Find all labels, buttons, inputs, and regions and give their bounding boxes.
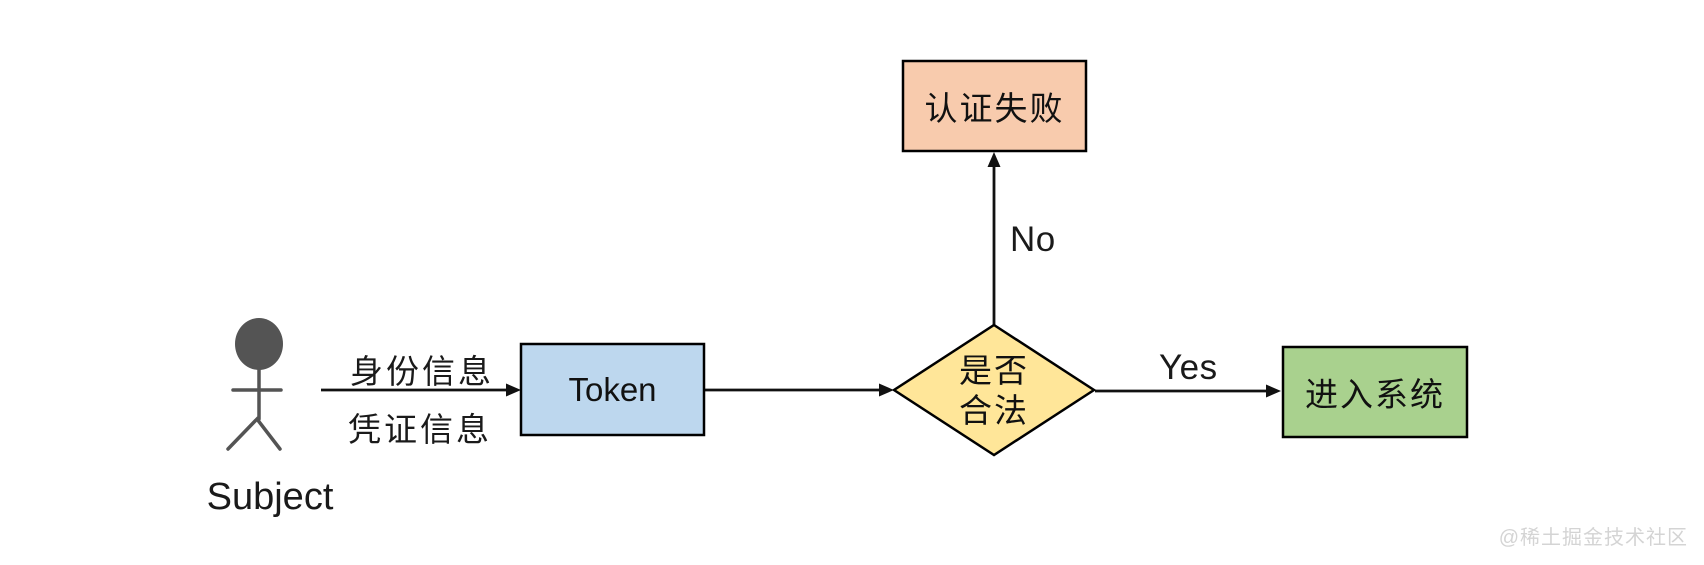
decision-diamond — [891, 323, 1097, 457]
arrowhead-fail-icon — [987, 152, 1001, 167]
enter-system-label: 进入系统 — [1305, 376, 1445, 413]
arrowhead-decision-icon — [879, 383, 894, 397]
no-label: No — [1010, 220, 1056, 259]
arrowhead-token-icon — [506, 383, 521, 397]
arrowheads — [506, 152, 1281, 398]
edges — [321, 167, 1268, 393]
yes-label: Yes — [1159, 348, 1218, 387]
credential-info-label: 凭证信息 — [348, 411, 492, 448]
actor-legs — [226, 416, 282, 451]
decision-label: 是否 合法 — [894, 351, 1094, 431]
auth-fail-box — [901, 59, 1088, 153]
node-shapes — [519, 59, 1469, 457]
token-box — [519, 342, 706, 437]
decision-label-line2: 合法 — [959, 392, 1029, 429]
watermark: @稀土掘金技术社区 — [1498, 527, 1688, 549]
identity-info-label: 身份信息 — [350, 353, 494, 390]
subject-label: Subject — [206, 476, 334, 518]
actor-figure — [226, 367, 283, 451]
token-label: Token — [568, 370, 657, 408]
decision-label-line1: 是否 — [959, 352, 1029, 389]
enter-system-box — [1281, 345, 1469, 439]
arrowhead-success-icon — [1266, 384, 1281, 398]
actor-head — [235, 318, 283, 370]
auth-fail-label: 认证失败 — [924, 90, 1065, 127]
